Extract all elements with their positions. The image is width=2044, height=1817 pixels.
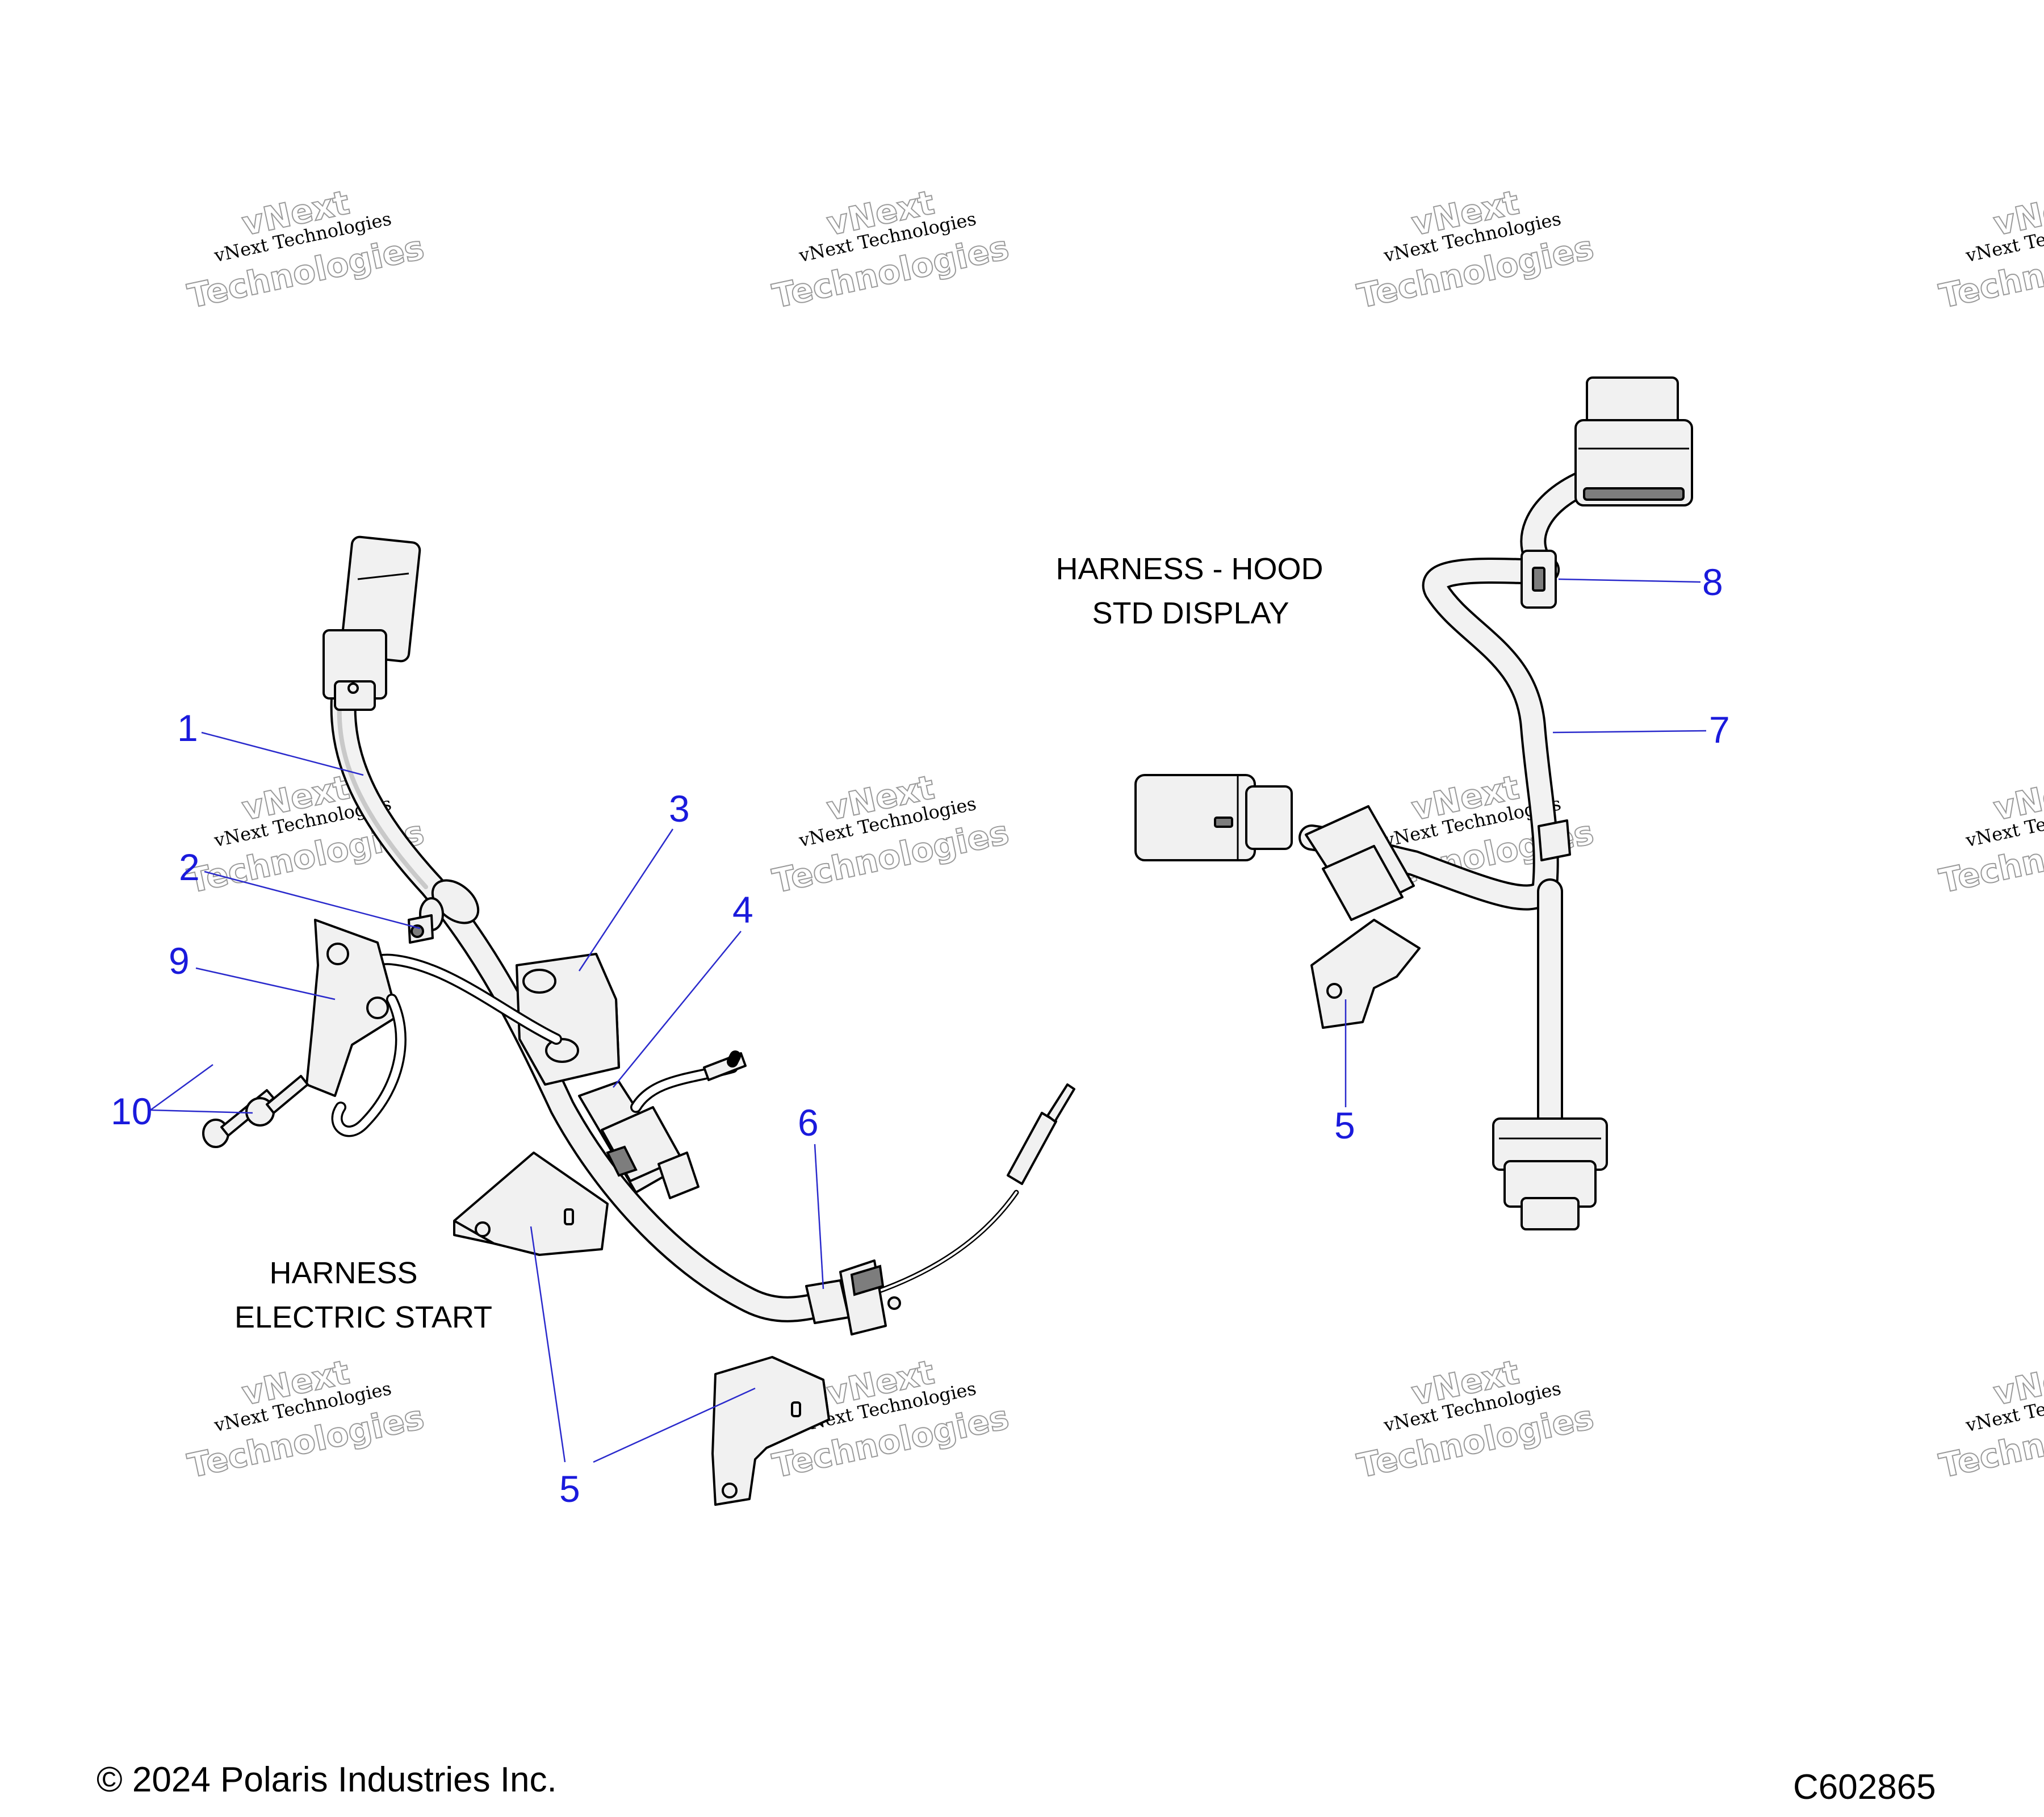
callout-5-right: 5 xyxy=(1334,1104,1355,1146)
callout-numbers: 1 2 3 4 5 6 7 8 5 9 10 xyxy=(111,561,1730,1510)
harness-electric-start xyxy=(202,535,1075,1506)
ground-bracket xyxy=(305,919,407,1137)
copyright-text: © 2024 Polaris Industries Inc. xyxy=(97,1760,557,1799)
callout-4: 4 xyxy=(732,889,753,931)
leader-2 xyxy=(204,870,421,930)
leader-6 xyxy=(814,1144,824,1290)
watermark: vNext vNext Technologies Technologies xyxy=(1354,1352,1598,1486)
watermark: vNext vNext Technologies Technologies xyxy=(1936,182,2044,316)
watermark: vNext vNext Technologies Technologies xyxy=(1936,767,2044,901)
label-electric-start-line1: HARNESS xyxy=(269,1256,417,1290)
cable-clip xyxy=(408,879,480,944)
leader-3 xyxy=(578,828,674,972)
callout-8: 8 xyxy=(1702,561,1723,603)
watermark: vNext vNext Technologies Technologies xyxy=(769,767,1013,901)
callout-1: 1 xyxy=(177,707,198,749)
watermark: vNext vNext Technologies Technologies xyxy=(1936,1352,2044,1486)
callout-5-left: 5 xyxy=(559,1468,580,1510)
connector-boot-upper xyxy=(453,1152,609,1256)
main-connector xyxy=(1134,774,1293,861)
junction-connector xyxy=(578,1081,700,1199)
harness-clip xyxy=(1521,550,1557,609)
leader-8 xyxy=(1558,578,1701,583)
callout-6: 6 xyxy=(798,1102,819,1144)
leader-7 xyxy=(1552,730,1707,734)
watermark: vNext vNext Technologies Technologies xyxy=(769,182,1013,316)
connector-boot-right xyxy=(1310,919,1421,1029)
watermark-grid: vNext vNext Technologies Technologies vN… xyxy=(184,182,2044,1486)
display-connector xyxy=(1574,376,1693,506)
callout-3: 3 xyxy=(669,788,690,830)
leader-5b xyxy=(593,1387,756,1463)
leader-5a xyxy=(530,1226,566,1463)
branch-connector xyxy=(1305,805,1415,921)
callout-2: 2 xyxy=(179,846,200,888)
label-hood-line2: STD DISPLAY xyxy=(1092,596,1289,630)
leader-1 xyxy=(201,731,364,776)
relay-block xyxy=(516,953,620,1086)
footer: © 2024 Polaris Industries Inc. C602865 xyxy=(97,1760,1936,1807)
leader-9 xyxy=(195,967,336,1000)
callout-9: 9 xyxy=(169,940,190,982)
callout-7: 7 xyxy=(1709,709,1730,751)
watermark: vNext vNext Technologies Technologies xyxy=(184,1352,428,1486)
screw-lower-visible xyxy=(245,1075,309,1127)
watermark: vNext vNext Technologies Technologies xyxy=(1354,182,1598,316)
leader-10b xyxy=(150,1109,253,1114)
leader-lines xyxy=(150,578,1707,1463)
watermark: vNext vNext Technologies Technologies xyxy=(184,182,428,316)
leader-4 xyxy=(613,931,742,1088)
label-electric-start-line2: ELECTRIC START xyxy=(234,1300,492,1334)
harness-labels: HARNESS ELECTRIC START HARNESS - HOOD ST… xyxy=(234,552,1323,1334)
leader-10a xyxy=(150,1064,213,1111)
bottom-connector xyxy=(1492,1117,1608,1230)
callout-10: 10 xyxy=(111,1090,152,1132)
harness-hood xyxy=(1134,376,1693,1230)
sensor-connector xyxy=(805,1259,901,1335)
top-connector xyxy=(322,535,421,711)
drawing-id: C602865 xyxy=(1793,1768,1936,1807)
label-hood-line1: HARNESS - HOOD xyxy=(1055,552,1323,586)
